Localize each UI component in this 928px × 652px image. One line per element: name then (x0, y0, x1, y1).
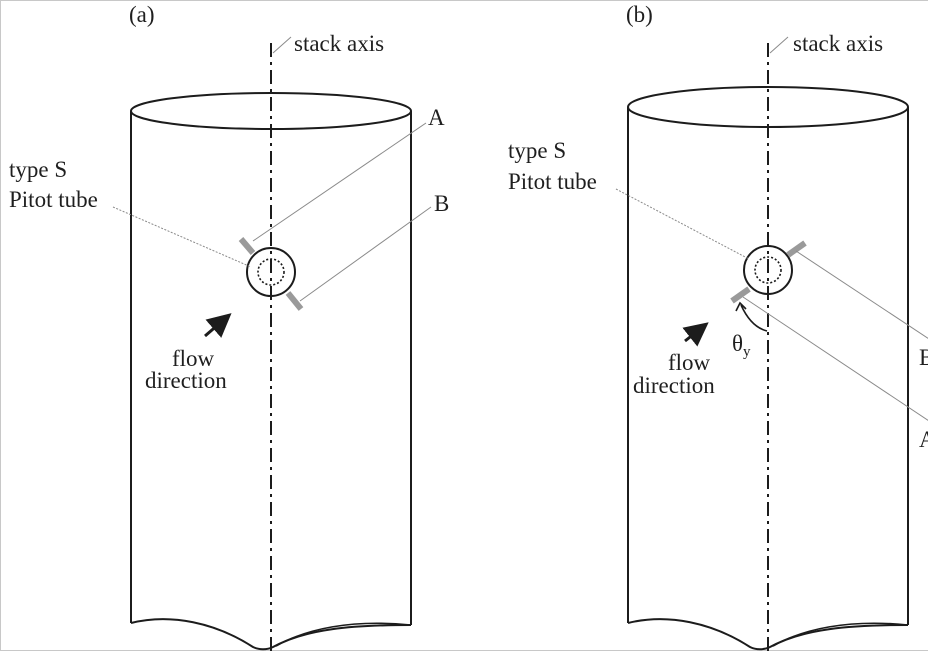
panel-b-angle-arc (740, 304, 768, 332)
panel-b-stack-cylinder (627, 86, 909, 651)
panel-b-stack-axis-label: stack axis (793, 31, 883, 56)
panel-b-probe-label-line1: type S (508, 138, 566, 163)
panel-b-port-b-label: B (919, 345, 928, 370)
panel-a-port-a (238, 237, 256, 255)
panel-b-pitot-probe-inner-circle (754, 256, 782, 284)
panel-b-probe-leader (615, 188, 750, 260)
panel-b-angle-subscript: y (743, 344, 751, 360)
panel-a-flow-label-line2: direction (145, 368, 227, 393)
panel-b-angle-arrowhead (735, 301, 747, 312)
panel-b-probe-label-line2: Pitot tube (508, 169, 597, 194)
panel-b-port-a-label: A (919, 427, 928, 452)
panel-b-angle-label: θy (732, 331, 751, 360)
panel-b-flow-arrow (682, 322, 709, 347)
panel-a-port-a-label: A (428, 105, 445, 130)
panel-b-flow-label-line1: flow (668, 350, 711, 375)
panel-a-probe-leader (112, 206, 252, 268)
panel-b-label: (b) (626, 2, 653, 27)
panel-a-stack-axis-leader (272, 36, 292, 54)
panel-a-pitot-probe-outer-circle (246, 247, 296, 297)
panel-a-stack-bottom-break (130, 618, 412, 651)
panel-a-port-b-label: B (434, 191, 449, 216)
panel-a-stack-axis-label: stack axis (294, 31, 384, 56)
panel-a: (a) stack axis A B type S Pitot tube flo (9, 2, 449, 652)
panel-a-probe-label-line1: type S (9, 157, 67, 182)
panel-b-stack-bottom-break-back (772, 622, 909, 647)
panel-b: (b) stack axis B A type S Pitot tube (508, 2, 928, 652)
panel-a-port-b (285, 291, 304, 311)
panel-a-flow-label-line1: flow (172, 346, 215, 371)
panel-a-stack-bottom-break-back (275, 622, 412, 647)
panel-b-stack-bottom-break (627, 618, 909, 651)
panel-a-port-b-leader (299, 206, 432, 302)
panel-b-port-a-leader (742, 296, 928, 421)
panel-b-port-a (730, 286, 751, 304)
panel-b-stack-axis-leader (769, 36, 789, 54)
panel-b-port-b (786, 240, 807, 258)
panel-b-flow-label-line2: direction (633, 373, 715, 398)
panel-a-flow-arrow (204, 313, 232, 338)
panel-b-port-b-leader (795, 250, 928, 339)
panel-b-pitot-probe-outer-circle (743, 245, 793, 295)
panel-a-port-a-leader (252, 122, 427, 242)
panel-a-pitot-probe-inner-circle (257, 258, 285, 286)
panel-a-probe-label-line2: Pitot tube (9, 187, 98, 212)
panel-a-label: (a) (129, 2, 155, 27)
panel-b-angle-symbol: θ (732, 331, 743, 356)
